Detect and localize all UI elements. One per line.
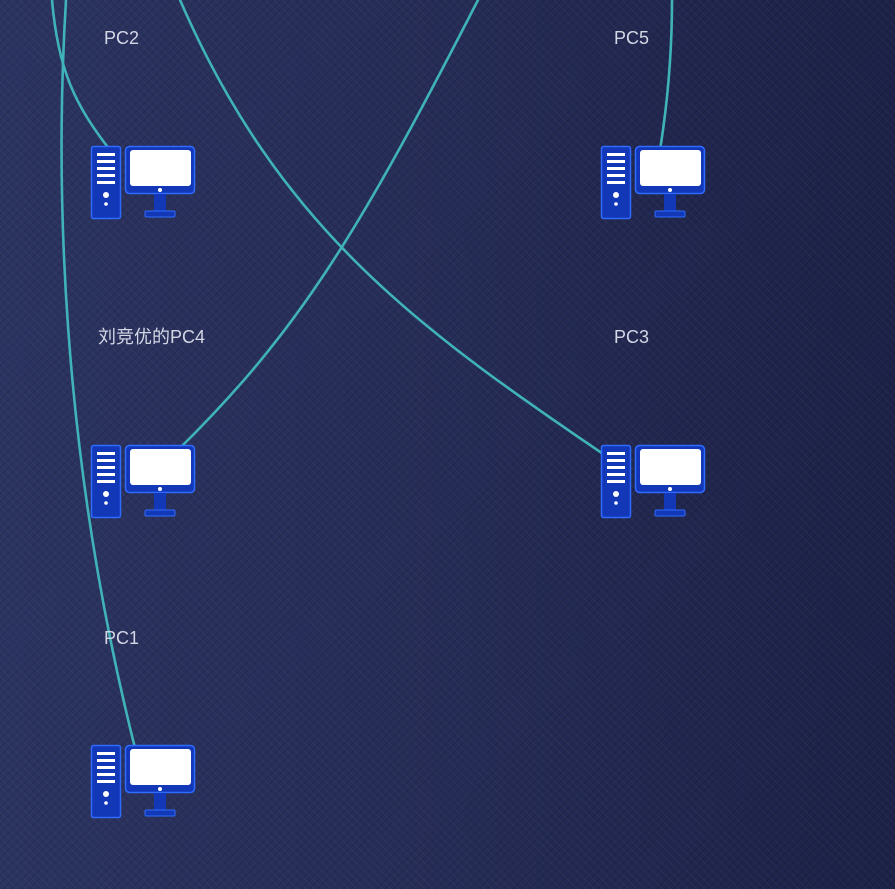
link-pc5[interactable] [658,0,674,152]
link-pc2[interactable] [50,0,112,152]
desktop-computer-icon[interactable] [90,444,196,520]
link-pc3[interactable] [178,0,614,462]
desktop-computer-icon[interactable] [90,145,196,221]
link-pc1[interactable] [60,0,137,750]
node-label-pc2: PC2 [104,28,140,48]
node-label-pc1: PC1 [104,628,140,648]
node-label-pc3: PC3 [614,327,650,347]
node-label-pc5: PC5 [614,28,650,48]
desktop-computer-icon[interactable] [600,444,706,520]
node-label-pc4: 刘竞优的PC4 [98,327,206,347]
desktop-computer-icon[interactable] [90,744,196,820]
desktop-computer-icon[interactable] [600,145,706,221]
link-pc4[interactable] [176,0,480,452]
